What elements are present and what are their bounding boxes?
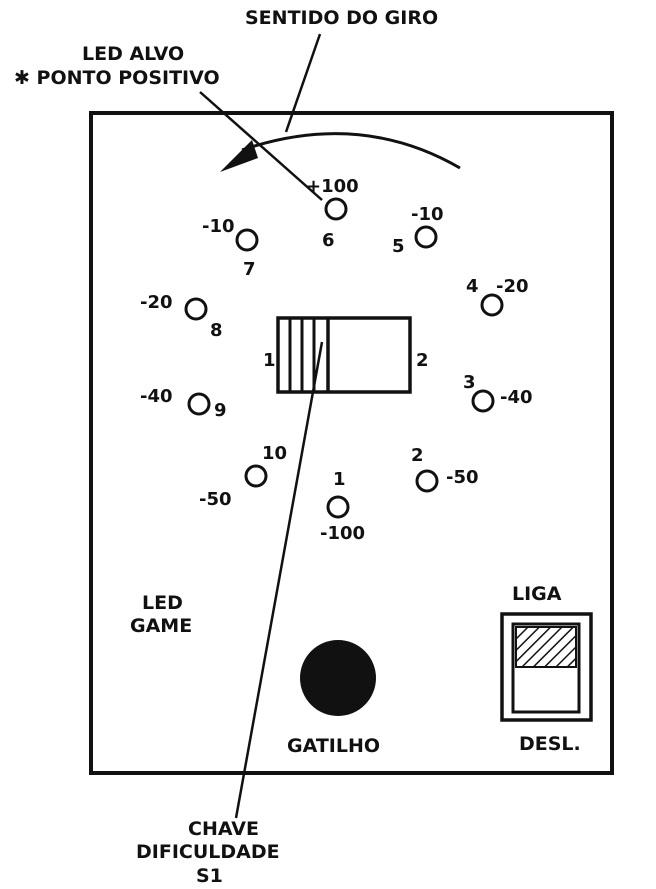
led-6-number: 6 xyxy=(322,230,335,251)
led-5-number: 5 xyxy=(392,236,405,257)
led-game-label-line1: LED xyxy=(142,592,183,614)
target-led-label: LED ALVO xyxy=(82,43,184,65)
led-10-number: 10 xyxy=(262,443,287,464)
difficulty-switch-body xyxy=(276,316,412,394)
power-on-label: LIGA xyxy=(512,583,562,605)
led-7-score: -10 xyxy=(202,216,235,237)
led-1-score: -100 xyxy=(320,523,365,544)
led-10-score: -50 xyxy=(199,489,232,510)
led-2 xyxy=(415,469,439,493)
led-3-score: -40 xyxy=(500,387,533,408)
panel-border xyxy=(89,111,614,775)
led-8-score: -20 xyxy=(140,292,173,313)
switch-position-1: 1 xyxy=(263,350,276,371)
led-8-number: 8 xyxy=(210,320,223,341)
led-game-label-line2: GAME xyxy=(130,615,192,637)
trigger-button[interactable] xyxy=(300,640,376,716)
rotation-arrow-head xyxy=(220,140,258,172)
led-4-number: 4 xyxy=(466,276,479,297)
led-4 xyxy=(480,293,504,317)
power-switch-rocker-on xyxy=(515,626,577,668)
led-4-score: -20 xyxy=(496,276,529,297)
led-2-number: 2 xyxy=(411,445,424,466)
target-led-leader-line xyxy=(199,91,323,201)
led-6-score: +100 xyxy=(306,176,359,197)
led-5 xyxy=(414,225,438,249)
led-9-score: -40 xyxy=(140,386,173,407)
led-7-number: 7 xyxy=(243,259,256,280)
difficulty-callout-line2: DIFICULDADE xyxy=(136,841,280,863)
positive-point-label: ✱ PONTO POSITIVO xyxy=(14,67,220,89)
led-5-score: -10 xyxy=(411,204,444,225)
led-ring xyxy=(184,197,504,519)
led-3-number: 3 xyxy=(463,372,476,393)
led-3 xyxy=(471,389,495,413)
difficulty-callout-line1: CHAVE xyxy=(188,818,259,840)
rotation-leader-line xyxy=(284,33,322,133)
difficulty-leader-line xyxy=(234,341,324,819)
led-10 xyxy=(244,464,268,488)
led-9-number: 9 xyxy=(214,400,227,421)
led-8 xyxy=(184,297,208,321)
difficulty-switch[interactable] xyxy=(276,316,412,394)
power-switch[interactable] xyxy=(500,612,593,722)
switch-position-2: 2 xyxy=(416,350,429,371)
rotation-arc xyxy=(241,132,461,170)
power-off-label: DESL. xyxy=(519,733,581,755)
trigger-label: GATILHO xyxy=(287,735,380,757)
rotation-direction-label: SENTIDO DO GIRO xyxy=(245,7,438,29)
led-6 xyxy=(324,197,348,221)
led-7 xyxy=(235,228,259,252)
led-1-number: 1 xyxy=(333,469,346,490)
led-2-score: -50 xyxy=(446,467,479,488)
led-9 xyxy=(187,392,211,416)
led-1 xyxy=(326,495,350,519)
difficulty-callout-line3: S1 xyxy=(196,865,223,887)
